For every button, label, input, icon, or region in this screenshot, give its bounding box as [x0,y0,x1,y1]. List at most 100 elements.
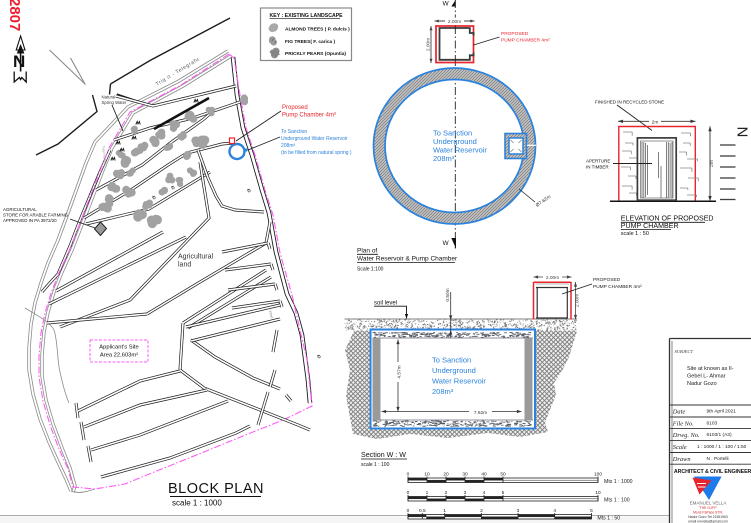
svg-text:To Sanction: To Sanction [432,356,471,365]
svg-text:SUBJECT: SUBJECT [675,349,694,354]
svg-text:Underground: Underground [432,366,476,375]
svg-text:0.50m: 0.50m [445,288,451,301]
svg-text:Water Reservoir & Pump Chamber: Water Reservoir & Pump Chamber [357,256,458,263]
svg-text:Agricultural: Agricultural [178,254,213,261]
svg-text:4: 4 [553,508,556,514]
svg-text:0.5: 0.5 [419,508,426,514]
svg-text:Mts 1 : 50: Mts 1 : 50 [597,516,620,522]
svg-text:N: N [13,52,25,71]
svg-text:Nadur Gozo: Nadur Gozo [687,381,717,387]
svg-text:APERTURE: APERTURE [586,159,610,164]
svg-text:Gebel L- Ahmar: Gebel L- Ahmar [687,374,726,380]
svg-text:40: 40 [481,472,487,478]
svg-text:Drwg. No.: Drwg. No. [672,432,700,439]
svg-text:Section W : W: Section W : W [361,451,406,459]
svg-text:100: 100 [594,472,602,478]
svg-text:FIG TREES( F. carica ): FIG TREES( F. carica ) [285,39,336,45]
svg-text:3: 3 [517,508,520,514]
svg-text:20: 20 [443,472,449,478]
svg-text:AGRICULTURAL: AGRICULTURAL [3,207,37,212]
svg-text:Drawn: Drawn [672,456,691,463]
svg-text:2.00m: 2.00m [574,294,580,307]
svg-text:email emvella@gmail.com: email emvella@gmail.com [688,520,728,523]
svg-text:0: 0 [407,508,410,514]
svg-text:9th April 2021: 9th April 2021 [707,409,737,415]
svg-text:1: 1 [443,508,446,514]
svg-text:EMANUEL VELLA: EMANUEL VELLA [690,501,727,506]
svg-text:4.57m: 4.57m [397,365,403,378]
svg-text:208m³: 208m³ [281,143,296,149]
svg-text:W: W [443,240,450,247]
svg-text:1 : 1000 / 1 : 100 / 1:50: 1 : 1000 / 1 : 100 / 1:50 [697,444,747,450]
svg-text:PRICKLY PEARS (Opuntia): PRICKLY PEARS (Opuntia) [285,51,346,57]
svg-text:N . Portelli: N . Portelli [707,456,729,462]
svg-text:2m: 2m [709,160,715,167]
svg-text:Underground Water Reservoir: Underground Water Reservoir [281,136,348,142]
svg-text:(to be filled from natural spr: (to be filled from natural spring ) [281,150,352,156]
svg-text:Wied: Wied [268,310,274,319]
svg-text:Spring Water: Spring Water [102,100,127,105]
svg-text:PUMP CHAMBER 4m²: PUMP CHAMBER 4m² [593,284,642,290]
svg-text:PROPOSED: PROPOSED [593,277,621,283]
svg-text:ALMOND TREES ( P. dulcis ): ALMOND TREES ( P. dulcis ) [285,27,350,33]
svg-text:Scale: Scale [673,444,687,451]
svg-text:soil level: soil level [374,301,397,307]
svg-text:Nadur Gozo Tel 21551963: Nadur Gozo Tel 21551963 [688,515,728,519]
svg-text:50: 50 [500,472,506,478]
svg-text:scale 1 : 1000: scale 1 : 1000 [172,499,222,508]
svg-text:4: 4 [483,490,486,496]
svg-text:"THE CLIFF": "THE CLIFF" [699,506,717,510]
svg-text:2: 2 [480,508,483,514]
svg-text:land: land [178,262,191,269]
svg-text:Area 22,603m²: Area 22,603m² [100,353,138,359]
svg-text:Site at known as Il-: Site at known as Il- [687,366,734,372]
svg-text:scale 1 : 50: scale 1 : 50 [621,231,649,237]
svg-text:Applicant's Site: Applicant's Site [99,345,138,351]
svg-text:APPROVED IN PA 3972/20: APPROVED IN PA 3972/20 [3,218,57,223]
svg-text:5: 5 [502,490,505,496]
svg-text:File No.: File No. [672,420,694,427]
svg-text:Plan of: Plan of [357,248,377,255]
svg-text:Natural: Natural [102,95,116,100]
svg-text:PUMP CHAMBER: PUMP CHAMBER [621,222,679,230]
svg-text:Underground: Underground [433,137,477,146]
svg-text:1: 1 [426,490,429,496]
svg-text:Scale 1:100: Scale 1:100 [357,267,384,273]
svg-text:Mts 1 : 1000: Mts 1 : 1000 [604,479,633,485]
svg-text:Date: Date [672,408,686,415]
svg-text:10: 10 [595,490,601,496]
svg-text:PUMP CHAMBER 4m²: PUMP CHAMBER 4m² [501,38,550,44]
svg-text:W: W [443,1,450,8]
svg-text:ELEVATION OF PROPOSED: ELEVATION OF PROPOSED [621,215,714,223]
svg-text:0: 0 [407,490,410,496]
svg-text:10: 10 [424,472,430,478]
svg-text:2m: 2m [652,119,659,125]
svg-text:5: 5 [590,508,593,514]
svg-text:0: 0 [407,472,410,478]
svg-text:Triq il-Gebel: Triq il-Gebel [101,146,108,165]
svg-text:Proposed: Proposed [282,105,308,111]
svg-text:2: 2 [445,490,448,496]
svg-text:6103: 6103 [707,421,718,427]
svg-text:208m³: 208m³ [433,154,455,163]
svg-text:FINISHED IN RECYCLED STONE: FINISHED IN RECYCLED STONE [595,100,664,105]
svg-text:Mons PaPace STR,: Mons PaPace STR, [693,511,723,515]
svg-text:PROPOSED: PROPOSED [501,31,529,37]
svg-text:Pump Chamber 4m²: Pump Chamber 4m² [282,113,336,119]
svg-text:KEY : EXISTING LANDSCAPE: KEY : EXISTING LANDSCAPE [270,13,344,19]
svg-text:7.62m: 7.62m [474,410,487,416]
svg-text:30: 30 [462,472,468,478]
svg-text:3: 3 [464,490,467,496]
svg-text:2.00m: 2.00m [426,38,432,51]
svg-text:2.00m: 2.00m [448,19,461,25]
svg-text:2.00m: 2.00m [546,275,559,281]
svg-text:Water Reservoir: Water Reservoir [433,146,487,155]
svg-text:6103/1 (A3): 6103/1 (A3) [707,432,732,438]
svg-text:2807: 2807 [6,0,23,31]
svg-text:scale 1 : 100: scale 1 : 100 [361,462,390,468]
svg-text:IN TIMBER: IN TIMBER [586,165,609,170]
svg-text:To Sanction: To Sanction [281,129,307,135]
svg-text:To Sanction: To Sanction [433,129,472,138]
svg-text:ARCHITECT & CIVIL ENGINEER: ARCHITECT & CIVIL ENGINEER [674,469,751,475]
svg-text:Mts 1 : 100: Mts 1 : 100 [604,498,630,504]
